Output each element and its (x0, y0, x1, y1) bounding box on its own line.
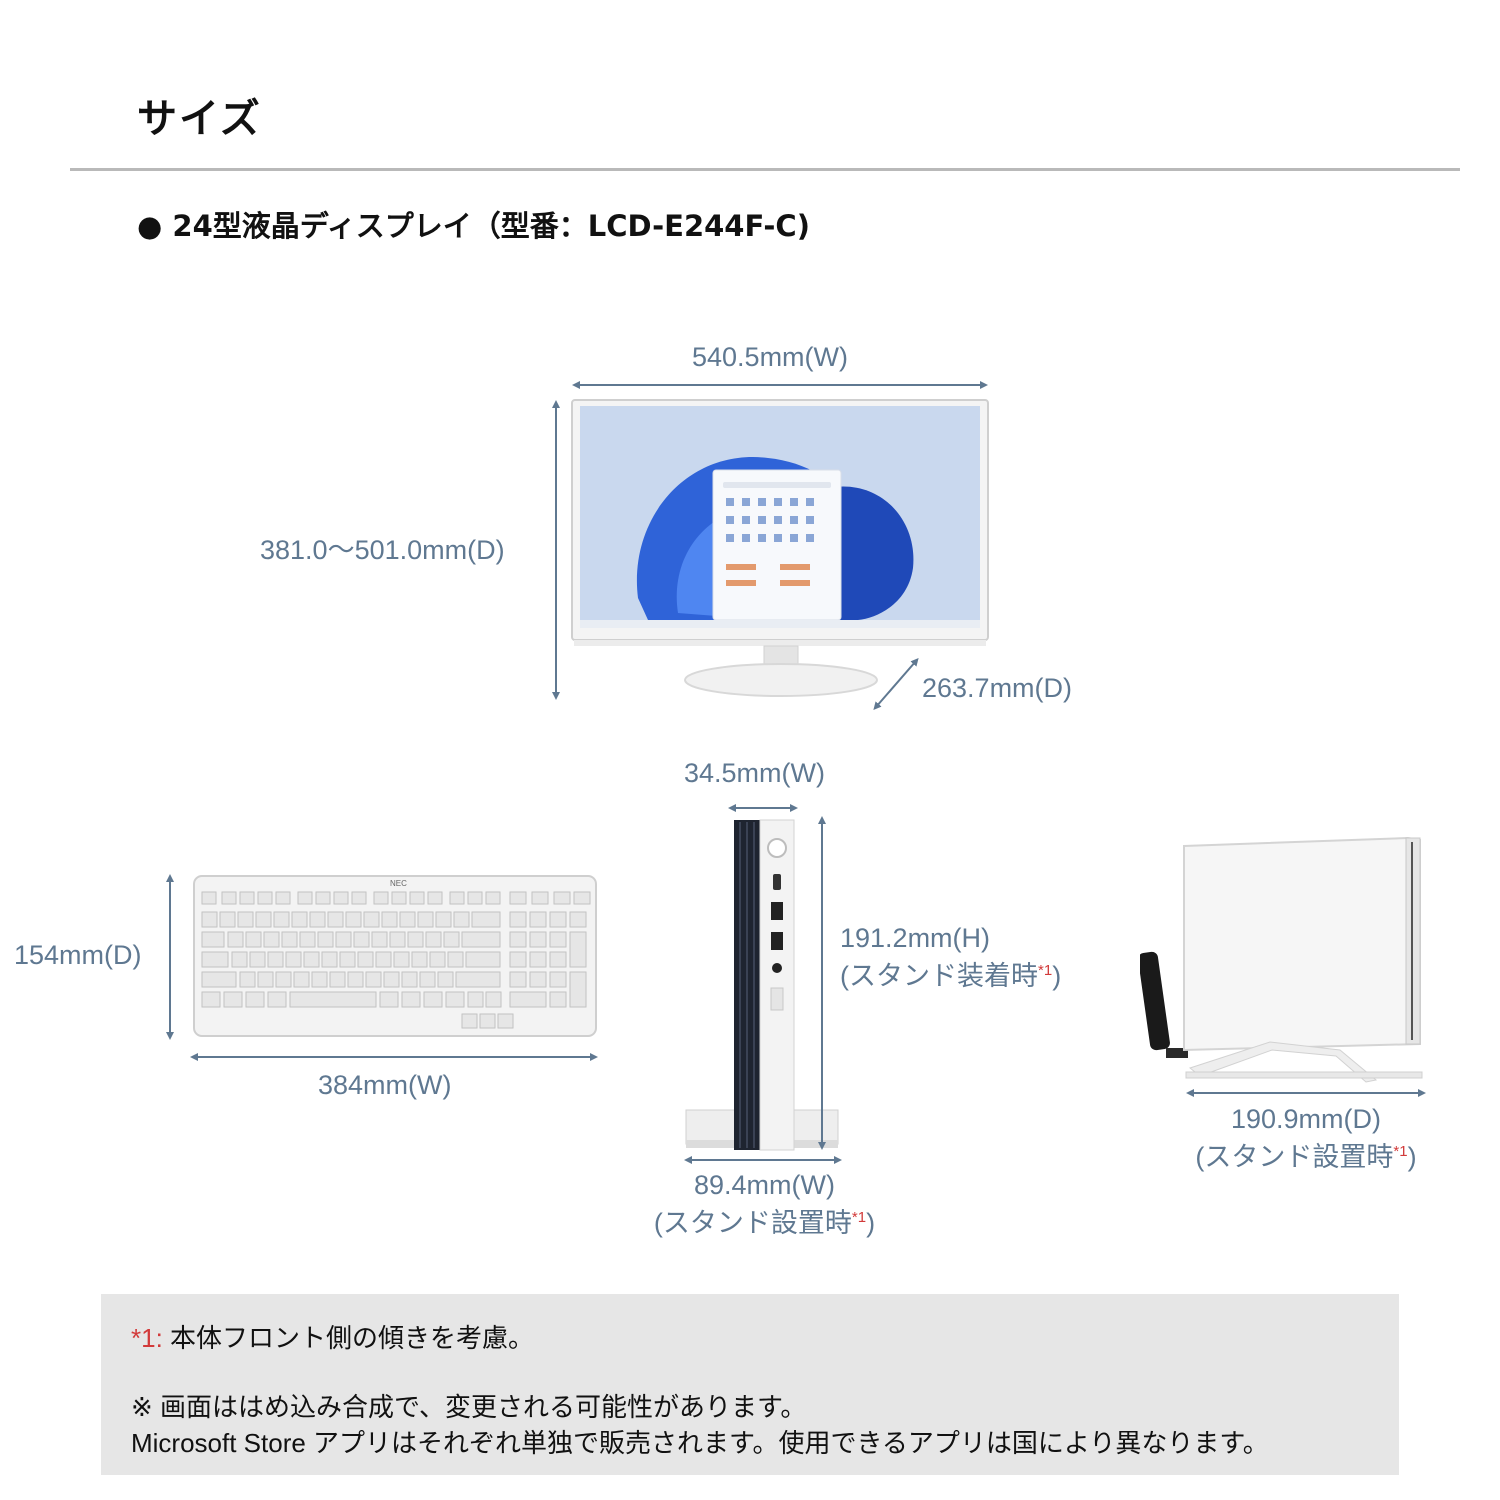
pc-height-label: 191.2mm(H) (スタンド装着時*1) (840, 923, 1061, 993)
pc-stand-width-note-mark: *1 (851, 1209, 867, 1226)
monitor-height-arrow (552, 400, 560, 700)
keyboard-illustration: NEC (193, 875, 597, 1037)
pc-side-depth-arrow (1186, 1089, 1426, 1097)
pc-height-arrow (818, 816, 826, 1150)
pc-width-arrow (728, 804, 798, 812)
footnote-1: *1: 本体フロント側の傾きを考慮。 (131, 1318, 534, 1355)
note-line-3: Microsoft Store アプリはそれぞれ単独で販売されます。使用できるア… (131, 1428, 1269, 1458)
keyboard-brand: NEC (390, 879, 407, 888)
keyboard-width-arrow (190, 1053, 598, 1061)
pc-side-illustration (1140, 836, 1423, 1083)
pc-stand-width-note: (スタンド設置時 (653, 1208, 852, 1238)
monitor-depth-arrow (873, 657, 919, 711)
pc-side-depth-note: (スタンド設置時 (1195, 1142, 1394, 1172)
pc-height-note: (スタンド装着時 (840, 961, 1038, 991)
pc-stand-width-arrow (684, 1156, 842, 1164)
pc-height-note-mark: *1 (1038, 962, 1053, 979)
pc-width-label: 34.5mm(W) (684, 758, 825, 788)
pc-height-value: 191.2mm(H) (840, 923, 991, 953)
keyboard-depth-label: 154mm(D) (14, 940, 142, 970)
monitor-illustration (571, 399, 989, 697)
page-title: サイズ (137, 96, 262, 142)
pc-side-depth-note-mark: *1 (1393, 1143, 1408, 1160)
model-heading: ● 24型液晶ディスプレイ（型番：LCD-E244F-C) (137, 209, 810, 243)
keyboard-depth-arrow (166, 874, 174, 1040)
pc-side-depth-value: 190.9mm(D) (1230, 1104, 1382, 1134)
note-line-2: ※ 画面ははめ込み合成で、変更される可能性があります。 (131, 1392, 807, 1422)
pc-stand-width-label: 89.4mm(W) (スタンド設置時*1) (632, 1170, 897, 1240)
monitor-height-label: 381.0～501.0mm(D) (260, 535, 505, 565)
monitor-width-arrow (572, 381, 988, 389)
title-divider (70, 168, 1460, 171)
monitor-width-label: 540.5mm(W) (692, 342, 849, 372)
notes-box (101, 1294, 1399, 1475)
monitor-depth-label: 263.7mm(D) (922, 673, 1073, 703)
keyboard-width-label: 384mm(W) (318, 1070, 452, 1100)
footnote-text: 本体フロント側の傾きを考慮。 (162, 1323, 535, 1353)
pc-stand-width-value: 89.4mm(W) (694, 1170, 835, 1200)
footnote-mark: *1: (131, 1323, 163, 1353)
pc-height-note-close: ) (1052, 961, 1062, 991)
pc-side-depth-note-close: ) (1407, 1142, 1417, 1172)
pc-side-depth-label: 190.9mm(D) (スタンド設置時*1) (1172, 1104, 1440, 1174)
pc-stand-width-note-close: ) (866, 1208, 876, 1238)
pc-tower-front-illustration (685, 819, 839, 1151)
